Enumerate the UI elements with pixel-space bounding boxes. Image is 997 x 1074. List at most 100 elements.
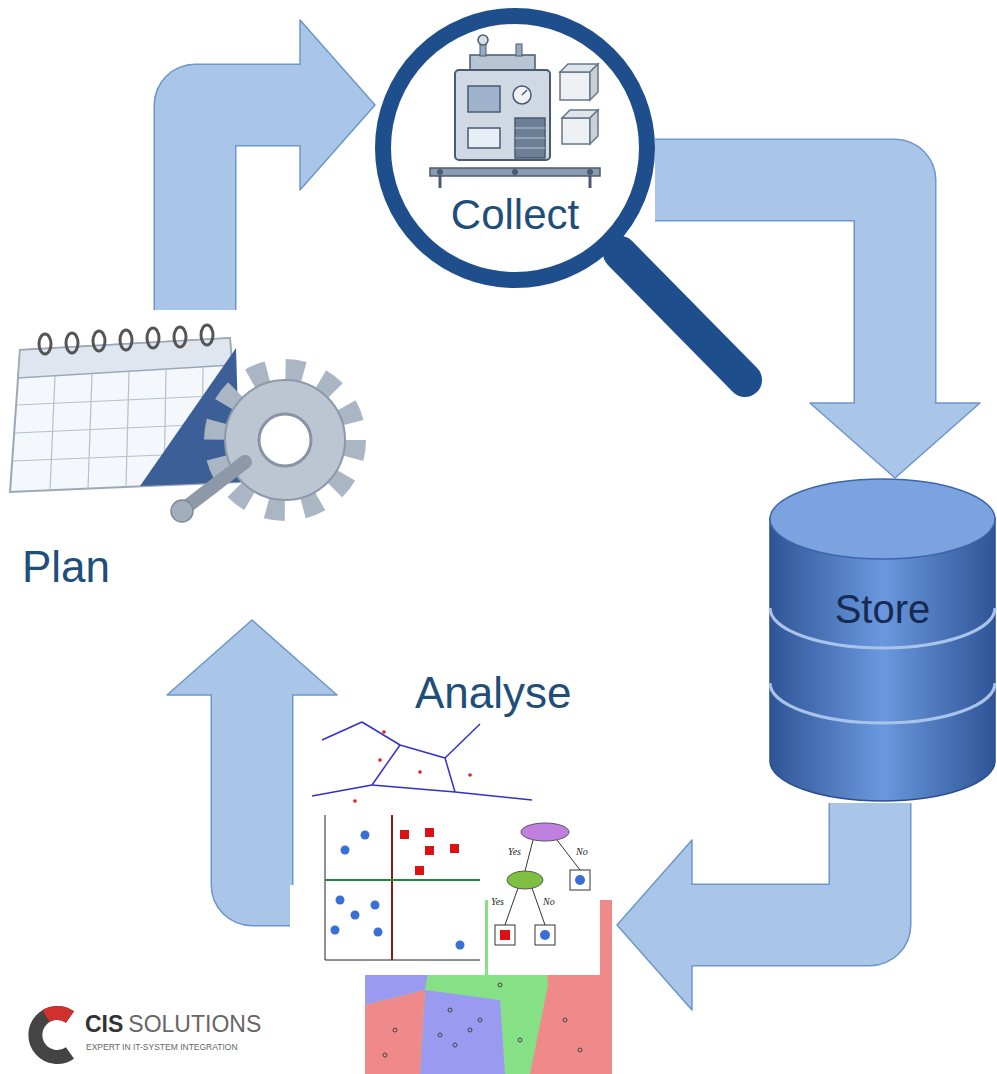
class-map-part-part bbox=[438, 1033, 442, 1037]
plan-icon-part-part bbox=[50, 376, 55, 490]
branch-label: Yes bbox=[508, 846, 521, 858]
voronoi-chart-part bbox=[312, 785, 372, 796]
decision-tree-part-part bbox=[505, 888, 518, 925]
node-label: Plan bbox=[22, 542, 110, 593]
scatter-plot-part bbox=[331, 831, 465, 950]
logo-tagline: EXPERT IN IT-SYSTEM INTEGRATION bbox=[86, 1043, 238, 1053]
plan-icon-part bbox=[10, 338, 240, 492]
node-label: Collect bbox=[451, 191, 579, 239]
plan-icon-part-part bbox=[126, 372, 129, 487]
machine-illustration-part bbox=[587, 169, 593, 175]
logo-wordmark: SOLUTIONS bbox=[128, 1011, 261, 1037]
scatter-plot-part-part bbox=[450, 844, 459, 853]
voronoi-chart-part bbox=[445, 758, 455, 792]
arrow-joint bbox=[212, 692, 292, 699]
lens-outline bbox=[375, 8, 655, 288]
magnifier-handle-part bbox=[620, 253, 745, 380]
cycle-arrow bbox=[655, 180, 980, 478]
company-logo-part bbox=[46, 1013, 70, 1017]
plan-icon-part bbox=[39, 325, 213, 354]
plan-icon-part-part bbox=[201, 325, 213, 345]
scatter-plot-part-part bbox=[425, 846, 434, 855]
class-map-part-part bbox=[498, 983, 502, 987]
machine-illustration-part bbox=[560, 72, 590, 100]
plan-icon-part bbox=[185, 462, 245, 508]
machine-illustration-part bbox=[515, 148, 545, 149]
class-map-part bbox=[383, 983, 582, 1057]
class-map-part bbox=[365, 990, 425, 1074]
voronoi-points-part bbox=[353, 799, 357, 803]
decision-tree-part bbox=[570, 870, 590, 890]
decision-tree-part bbox=[521, 823, 569, 841]
scatter-plot-part bbox=[325, 960, 480, 961]
plan-icon-part-part bbox=[147, 328, 159, 348]
cylinder-body bbox=[770, 518, 995, 801]
arrow-head bbox=[300, 20, 375, 190]
voronoi-chart-part bbox=[372, 745, 400, 785]
machine-illustration-part bbox=[437, 169, 443, 175]
decision-tree-part bbox=[505, 840, 580, 925]
scatter-plot-part-part bbox=[400, 830, 409, 839]
scatter-plot-part bbox=[391, 815, 393, 960]
class-map-part-part bbox=[563, 1018, 567, 1022]
class-map-part-part bbox=[468, 1028, 472, 1032]
class-map-part-part bbox=[448, 1008, 452, 1012]
plan-icon bbox=[10, 325, 355, 522]
class-map-part-part bbox=[383, 1053, 387, 1057]
machine-illustration-part bbox=[515, 138, 545, 139]
arrow-head bbox=[810, 403, 980, 478]
voronoi-chart bbox=[312, 722, 532, 800]
cycle-arrow bbox=[167, 620, 337, 885]
arrow-joint bbox=[689, 885, 696, 965]
decision-tree-part bbox=[500, 930, 510, 940]
voronoi-points bbox=[353, 730, 472, 803]
decision-tree bbox=[488, 815, 600, 975]
machine-illustration-part bbox=[470, 55, 535, 71]
arrow-outline bbox=[655, 180, 895, 403]
arrow-outline bbox=[195, 105, 300, 310]
analysis-charts bbox=[310, 722, 612, 1074]
arrow-outline bbox=[252, 695, 290, 885]
arrow-outline bbox=[692, 803, 870, 925]
machine-illustration-part bbox=[513, 86, 531, 104]
arrow-joint bbox=[296, 65, 303, 145]
voronoi-chart-part bbox=[372, 785, 455, 792]
scatter-plot-part bbox=[400, 828, 459, 875]
class-map-part bbox=[420, 990, 505, 1074]
machine-illustration-part bbox=[522, 90, 527, 95]
plan-icon-part bbox=[259, 414, 311, 466]
class-map-part-part bbox=[393, 1028, 397, 1032]
plan-node: Plan bbox=[0, 310, 385, 620]
voronoi-points-part bbox=[418, 770, 422, 774]
scatter-plot-part-part bbox=[374, 928, 383, 937]
scatter-plot-part-part bbox=[456, 941, 465, 950]
plan-icon-part-part bbox=[39, 334, 51, 354]
arrow-body bbox=[195, 105, 300, 310]
voronoi-points-part bbox=[378, 758, 382, 762]
cylinder-outline bbox=[768, 478, 997, 803]
scatter-plot-part-part bbox=[336, 896, 345, 905]
decision-tree-part bbox=[507, 871, 543, 889]
machine-illustration bbox=[430, 35, 600, 188]
machine-illustration-part bbox=[439, 176, 442, 188]
machine-illustration-part bbox=[512, 169, 518, 175]
lens-ring bbox=[383, 16, 647, 280]
class-map-part-part bbox=[518, 1038, 522, 1042]
logo-wordmark: CIS bbox=[85, 1011, 123, 1037]
voronoi-chart-part bbox=[445, 724, 480, 758]
scatter-plot-part bbox=[325, 879, 480, 881]
class-map-part-part bbox=[453, 1043, 457, 1047]
cylinder-band bbox=[770, 683, 995, 723]
scatter-plot-part-part bbox=[361, 831, 370, 840]
scatter-plot-part-part bbox=[341, 846, 350, 855]
cycle-arrow bbox=[617, 803, 870, 1010]
decision-tree-part bbox=[540, 930, 550, 940]
machine-illustration-part bbox=[515, 118, 545, 158]
arrow-body bbox=[252, 695, 290, 885]
machine-illustration-part bbox=[589, 176, 592, 188]
cycle-arrow bbox=[195, 20, 375, 310]
voronoi-chart-part bbox=[322, 722, 362, 740]
node-label: Analyse bbox=[415, 668, 572, 719]
arrow-body bbox=[692, 803, 870, 925]
